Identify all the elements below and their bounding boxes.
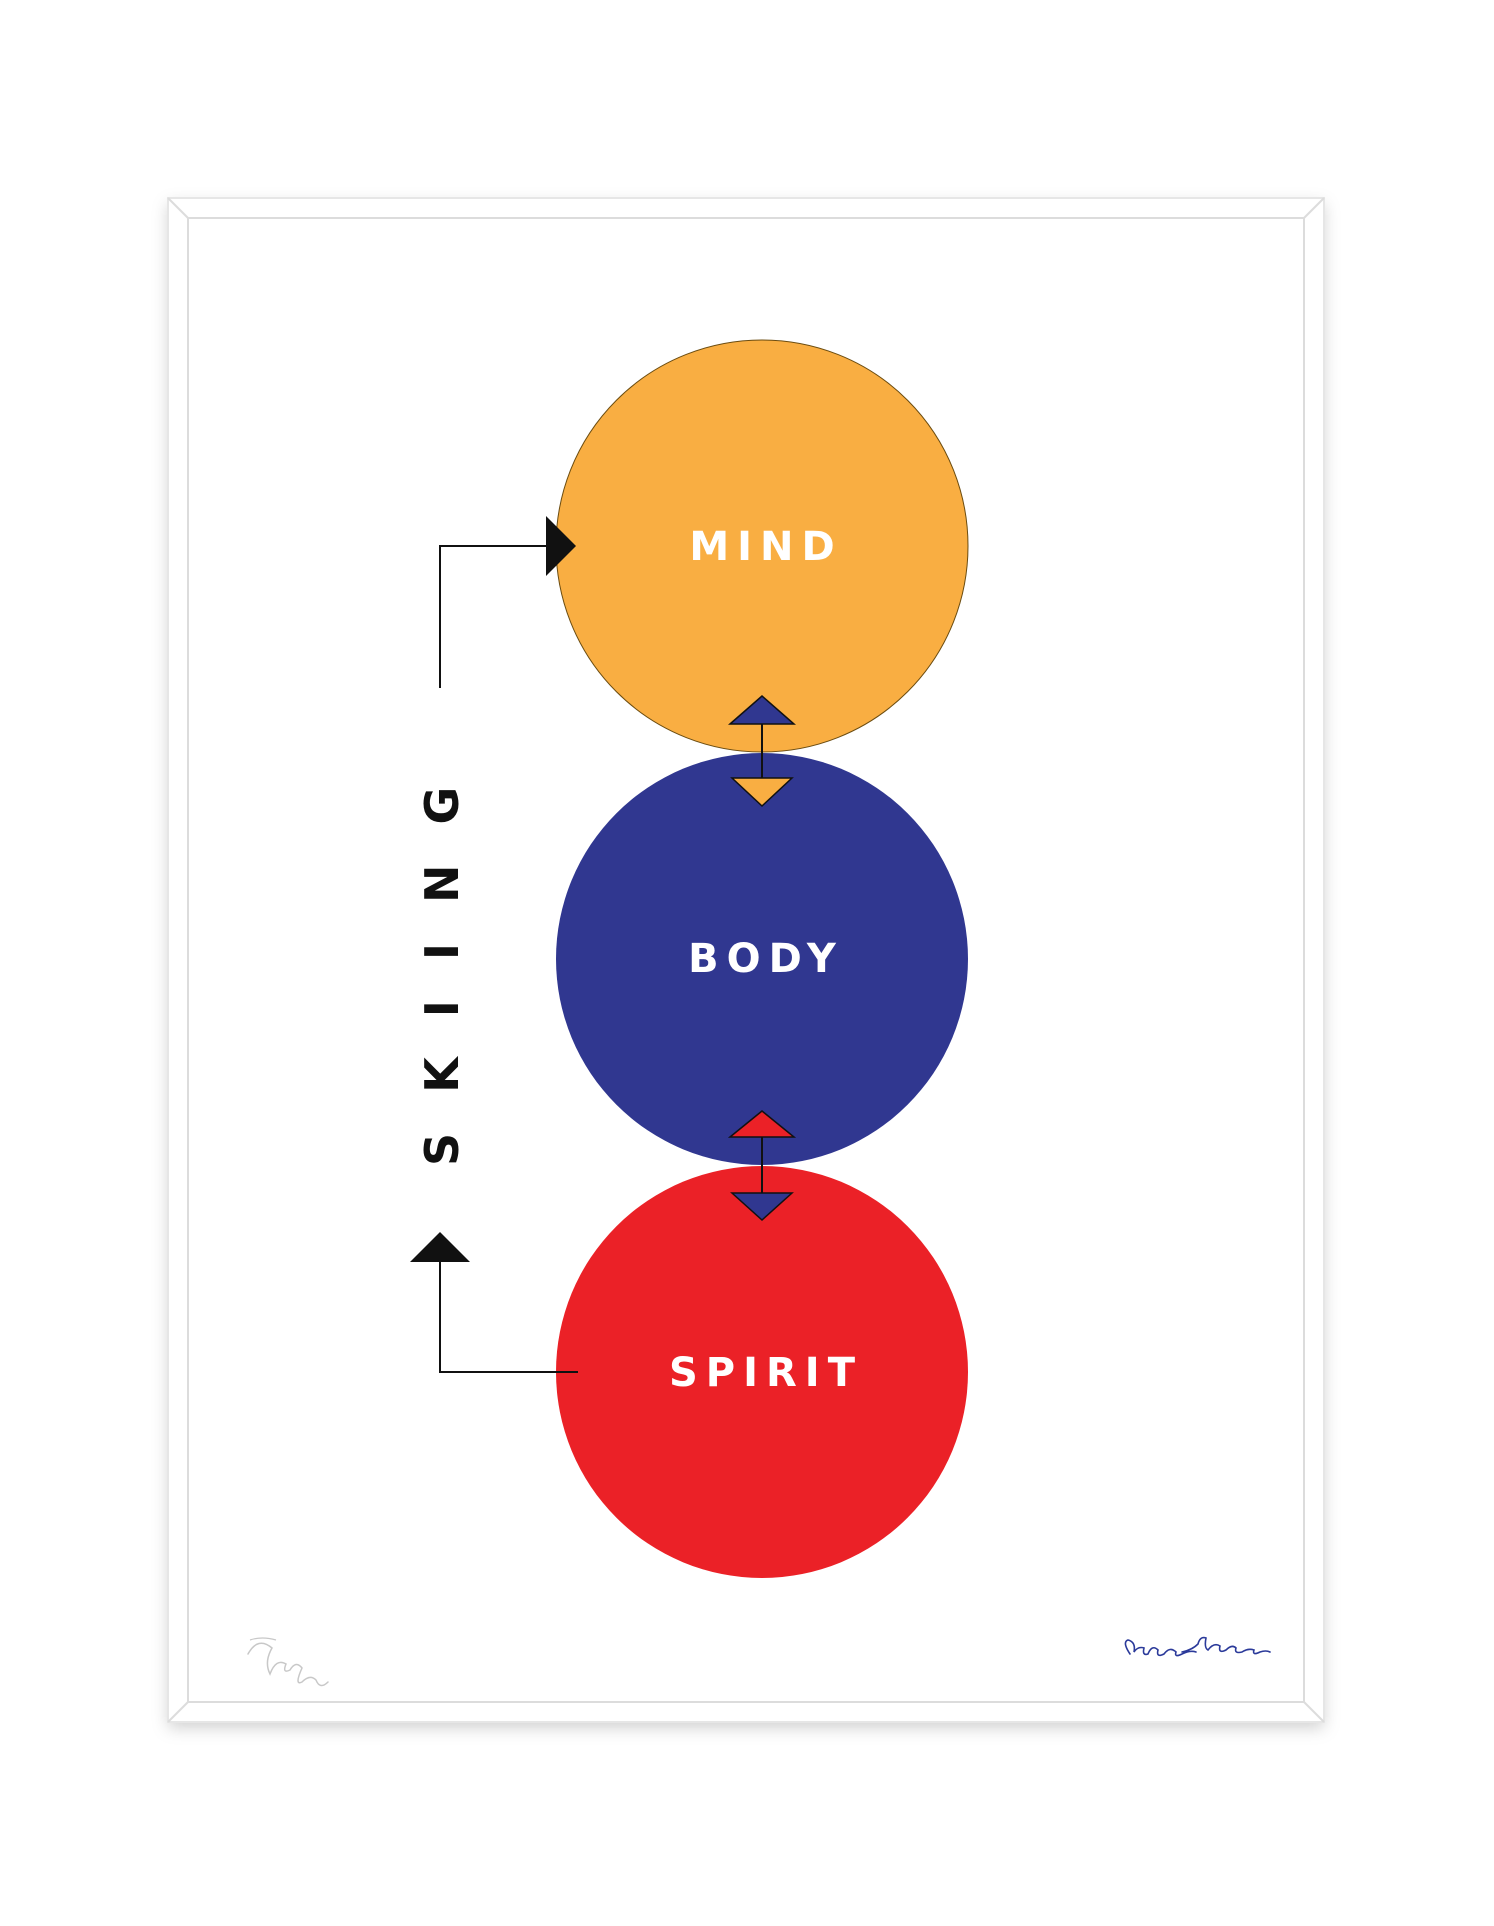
mind-label: MIND bbox=[689, 524, 842, 570]
body-label: BODY bbox=[688, 936, 844, 982]
up-arrow-icon bbox=[410, 1232, 470, 1262]
up-arrow-icon bbox=[727, 1110, 797, 1138]
spirit-label: SPIRIT bbox=[669, 1350, 863, 1396]
down-arrow-icon bbox=[730, 777, 794, 808]
artist-signature bbox=[247, 1637, 329, 1687]
up-arrow-icon bbox=[728, 695, 796, 725]
publisher-signature bbox=[1124, 1636, 1271, 1657]
right-arrow-icon bbox=[546, 516, 576, 576]
down-arrow-icon bbox=[730, 1192, 794, 1222]
vertical-title: SKIING bbox=[415, 747, 469, 1166]
body-circle bbox=[556, 753, 968, 1165]
body-spirit-connector bbox=[727, 1110, 797, 1222]
loop-line-from-spirit bbox=[410, 1232, 578, 1373]
mind-body-connector bbox=[728, 695, 796, 808]
spirit-circle bbox=[556, 1166, 968, 1578]
loop-arrow-to-mind bbox=[439, 516, 576, 688]
